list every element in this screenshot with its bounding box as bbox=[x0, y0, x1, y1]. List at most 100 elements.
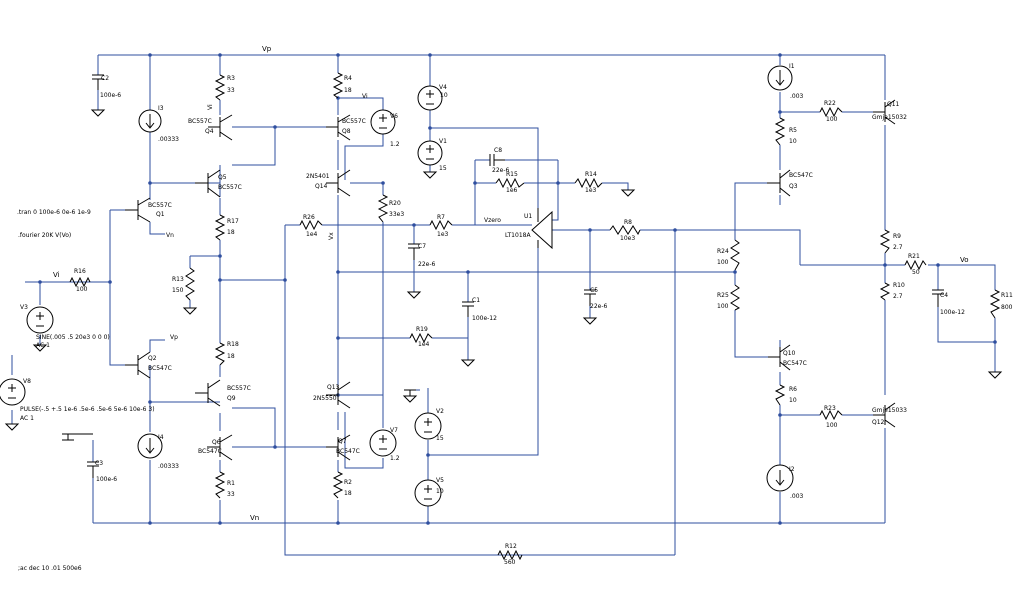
r20-symbol bbox=[377, 194, 389, 223]
q11-ref: Q11 bbox=[887, 101, 900, 108]
r5-ref: R5 bbox=[789, 127, 797, 134]
q13-ref: Q13 bbox=[327, 384, 340, 391]
i1-value: .003 bbox=[790, 93, 804, 100]
q7-ref: Q7 bbox=[338, 438, 347, 445]
q5-symbol bbox=[195, 169, 221, 198]
v3-ac: AC 1 bbox=[36, 342, 50, 349]
r12-symbol bbox=[497, 549, 523, 561]
c4-ref: C4 bbox=[940, 292, 948, 299]
v2-value: 15 bbox=[436, 435, 444, 442]
r1-value: 33 bbox=[227, 491, 235, 498]
u1-symbol bbox=[531, 208, 553, 250]
q10-ref: Q10 bbox=[783, 350, 796, 357]
net-vi-q4-label: Vi bbox=[207, 104, 214, 110]
v7-ref: V7 bbox=[390, 427, 398, 434]
net-vi-v6-label: Vi bbox=[362, 93, 368, 100]
q2-model: BC547C bbox=[148, 365, 172, 372]
q7-model: BC547C bbox=[336, 448, 360, 455]
r22-value: 100 bbox=[826, 116, 838, 123]
v1-symbol bbox=[417, 140, 443, 166]
ac-directive: ;ac dec 10 .01 500e6 bbox=[18, 565, 82, 572]
r14-ref: R14 bbox=[585, 171, 597, 178]
r1-symbol bbox=[214, 471, 226, 499]
net-vzero-label: Vzero bbox=[484, 217, 501, 224]
q11-model: Gmje15032 bbox=[872, 114, 907, 121]
c8-ref: C8 bbox=[494, 147, 502, 154]
r7-value: 1e3 bbox=[437, 231, 449, 238]
v1-value: 15 bbox=[439, 165, 447, 172]
q14-model: 2N5401 bbox=[306, 173, 330, 180]
r17-value: 18 bbox=[227, 229, 235, 236]
i1-symbol bbox=[767, 65, 793, 91]
v4-value: 10 bbox=[440, 92, 448, 99]
r4-value: 18 bbox=[344, 87, 352, 94]
r4-symbol bbox=[332, 72, 344, 99]
voltage-sources bbox=[0, 85, 443, 507]
q8-ref: Q8 bbox=[342, 128, 351, 135]
r7-symbol bbox=[429, 219, 453, 231]
c1-value: 100e-12 bbox=[472, 315, 497, 322]
v7-value: 1.2 bbox=[390, 455, 400, 462]
c1-ref: C1 bbox=[472, 297, 480, 304]
capacitors bbox=[87, 74, 944, 478]
q1-model: BC557C bbox=[148, 202, 172, 209]
c5-ref: C5 bbox=[590, 287, 598, 294]
u1-ref: U1 bbox=[524, 213, 532, 220]
r16-symbol bbox=[69, 276, 91, 288]
v2-ref: V2 bbox=[436, 408, 444, 415]
r17-symbol bbox=[214, 214, 226, 241]
r24-value: 100 bbox=[717, 259, 729, 266]
r3-value: 33 bbox=[227, 87, 235, 94]
transistors bbox=[125, 99, 896, 461]
c2-symbol bbox=[92, 74, 104, 90]
i2-ref: I2 bbox=[789, 466, 795, 473]
r23-ref: R23 bbox=[824, 405, 836, 412]
r10-symbol bbox=[879, 282, 891, 301]
labels: Vp Vn Vi Vi Vi Vo Vzero Vx Vp Vn .tran 0… bbox=[17, 45, 1013, 572]
q4-symbol bbox=[208, 114, 233, 141]
r21-ref: R21 bbox=[908, 253, 920, 260]
q11-symbol bbox=[873, 99, 896, 125]
v1-ref: V1 bbox=[439, 138, 447, 145]
c5-value: 22e-6 bbox=[590, 303, 607, 310]
q3-model: BC547C bbox=[789, 172, 813, 179]
v8-value: PULSE(-.5 +.5 1e-6 .5e-6 .5e-6 5e-6 10e-… bbox=[20, 406, 155, 413]
r20-ref: R20 bbox=[389, 200, 401, 207]
q7-symbol bbox=[326, 434, 351, 461]
r23-value: 100 bbox=[826, 422, 838, 429]
r26-value: 1e4 bbox=[306, 231, 318, 238]
r13-ref: R13 bbox=[172, 276, 184, 283]
r21-symbol bbox=[904, 259, 927, 271]
r6-ref: R6 bbox=[789, 386, 797, 393]
v4-ref: V4 bbox=[439, 84, 447, 91]
i1-ref: I1 bbox=[789, 63, 795, 70]
q13-symbol bbox=[326, 381, 351, 409]
c3-symbol bbox=[87, 461, 99, 478]
q4-ref: Q4 bbox=[205, 128, 214, 135]
r2-value: 18 bbox=[344, 490, 352, 497]
i3-ref: I3 bbox=[158, 105, 164, 112]
v5-symbol bbox=[414, 479, 442, 507]
r12-ref: R12 bbox=[505, 543, 517, 550]
v8-ref: V8 bbox=[23, 378, 31, 385]
i3-symbol bbox=[138, 109, 162, 133]
c4-value: 100e-12 bbox=[940, 309, 965, 316]
r24-symbol bbox=[730, 239, 740, 271]
q8-model: BC557C bbox=[342, 118, 366, 125]
r13-symbol bbox=[185, 267, 195, 301]
r11-ref: R11 bbox=[1001, 292, 1013, 299]
r22-symbol bbox=[819, 106, 843, 118]
ground-symbols bbox=[4, 109, 1003, 441]
r25-value: 100 bbox=[717, 303, 729, 310]
net-vi-input-label: Vi bbox=[53, 271, 60, 279]
q12-ref: Q12 bbox=[872, 419, 885, 426]
net-vn-q1-label: Vn bbox=[166, 232, 174, 239]
c1-symbol bbox=[462, 301, 474, 317]
v4-symbol bbox=[417, 85, 443, 111]
i2-value: .003 bbox=[790, 493, 804, 500]
q1-symbol bbox=[125, 197, 151, 223]
r7-ref: R7 bbox=[437, 214, 445, 221]
r8-symbol bbox=[609, 225, 641, 236]
r14-symbol bbox=[574, 177, 603, 189]
c7-value: 22e-6 bbox=[418, 261, 435, 268]
